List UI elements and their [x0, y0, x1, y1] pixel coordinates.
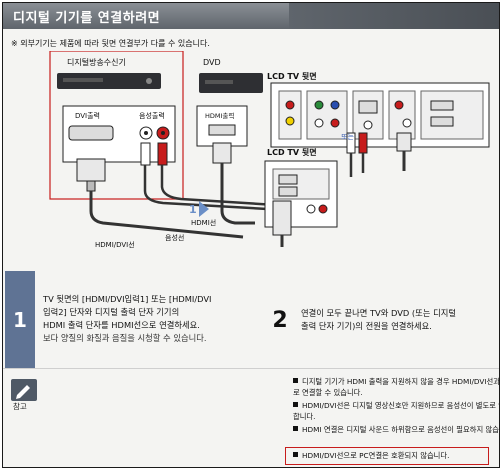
step-1-text: TV 뒷면의 [HDMI/DVI입력1] 또는 [HDMI/DVI 입력2] 단…: [43, 293, 249, 345]
tv-dvi-connector-icon: [272, 200, 292, 247]
step-1: 1 TV 뒷면의 [HDMI/DVI입력1] 또는 [HDMI/DVI 입력2]…: [5, 271, 245, 369]
note-item-text: 디지털 기기가 HDMI 출력을 지원하지 않을 경우 HDMI/DVI선과 음…: [293, 377, 500, 397]
step-marker-1: 1: [189, 203, 197, 216]
step-1-number: 1: [5, 271, 35, 369]
hdmi-port-icon: [208, 124, 236, 136]
dvi-connector-icon: [76, 158, 244, 239]
pc-note-highlight-box: [285, 447, 489, 465]
bullet-icon: [293, 402, 298, 407]
hdmi-dvi-cable-label: HDMI/DVI선: [95, 240, 135, 249]
tv-hdmi-cable-icon: [396, 132, 412, 171]
audio-cable-icon: [140, 142, 309, 213]
lcd-back-panel-1: [270, 82, 490, 148]
section-title: 디지털 기기를 연결하려면: [13, 11, 161, 26]
note-item: 디지털 기기가 HDMI 출력을 지원하지 않을 경우 HDMI/DVI선과 음…: [293, 377, 500, 398]
settop-back-panel: DVI출력 음성출력: [62, 105, 176, 163]
hdmi-out-label: HDMI출력: [205, 111, 234, 120]
note-item: HDMI/DVI선은 디지털 영상신호만 지원하므로 음성선이 별도로 연결되어…: [293, 401, 499, 422]
tv-audio-cable-icon: [346, 132, 368, 177]
device-note: ※ 외부기기는 제품에 따라 뒷면 연결부가 다를 수 있습니다.: [11, 39, 210, 48]
audio-cable-label: 음성선: [165, 233, 184, 242]
step-2-line-1: 연결이 모두 끝나면 TV와 DVD (또는 디지털: [301, 308, 456, 318]
lcd-back-label-1: LCD TV 뒷면: [267, 71, 317, 81]
bullet-icon: [293, 426, 298, 431]
audio-out-label: 음성출력: [139, 111, 165, 120]
notes-section: 참고 디지털 기기가 HDMI 출력을 지원하지 않을 경우 HDMI/DVI선…: [3, 371, 499, 467]
note-item: HDMI 연결은 디지털 사운드 하위함으로 음성선이 필요하지 않습니다.: [293, 425, 500, 436]
step-1-line-4: 보다 양질의 화질과 음질을 시청할 수 있습니다.: [43, 333, 207, 343]
settop-label: 디지털방송수신기: [67, 57, 126, 67]
dvd-player-icon: [199, 73, 263, 93]
pen-note-icon: [11, 379, 37, 401]
step-2-number: 2: [272, 307, 288, 333]
cable-arrow-icon: [199, 201, 209, 217]
dvd-back-panel: HDMI출력: [196, 105, 248, 147]
hdmi-connector-icon: [212, 142, 255, 225]
step-2-text: 연결이 모두 끝나면 TV와 DVD (또는 디지털 출력 단자 기기)의 전원…: [301, 307, 497, 333]
settop-highlight-box: [49, 51, 184, 200]
step-1-line-3: HDMI 출력 단자를 HDMI선으로 연결하세요.: [43, 320, 200, 330]
note-item: HDMI/DVI선으로 PC연결은 호환되지 않습니다.: [293, 451, 499, 462]
lcd-back-label-2: LCD TV 뒷면: [267, 147, 317, 157]
header-band: [289, 3, 499, 29]
dvi-port-icon: [68, 125, 114, 141]
step-1-line-1: TV 뒷면의 [HDMI/DVI입력1] 또는 [HDMI/DVI: [43, 294, 212, 304]
step-2-line-2: 출력 단자 기기)의 전원을 연결하세요.: [301, 321, 432, 331]
bullet-icon: [293, 452, 298, 457]
note-item-text: HDMI/DVI선은 디지털 영상신호만 지원하므로 음성선이 별도로 연결되어…: [293, 401, 499, 421]
dvd-label: DVD: [203, 58, 221, 67]
bullet-icon: [293, 378, 298, 383]
connection-diagram: 디지털방송수신기 DVI출력 음성출력: [49, 51, 490, 249]
notes-label: 참고: [13, 402, 27, 411]
settop-box-icon: [57, 73, 161, 89]
step-1-line-2: 입력2] 단자와 디지털 출력 단자 기기의: [43, 307, 180, 317]
section-header: 디지털 기기를 연결하려면: [3, 3, 499, 29]
hdmi-cable-label: HDMI선: [191, 218, 216, 227]
lcd-back-panel-2: [264, 160, 338, 228]
note-item-text: HDMI/DVI선으로 PC연결은 호환되지 않습니다.: [302, 451, 450, 460]
section-divider: [3, 368, 499, 369]
note-item-text: HDMI 연결은 디지털 사운드 하위함으로 음성선이 필요하지 않습니다.: [302, 425, 500, 434]
or-label: 또는: [341, 133, 354, 141]
dvi-out-label: DVI출력: [75, 111, 100, 120]
step-2: 2 연결이 모두 끝나면 TV와 DVD (또는 디지털 출력 단자 기기)의 …: [265, 271, 495, 369]
